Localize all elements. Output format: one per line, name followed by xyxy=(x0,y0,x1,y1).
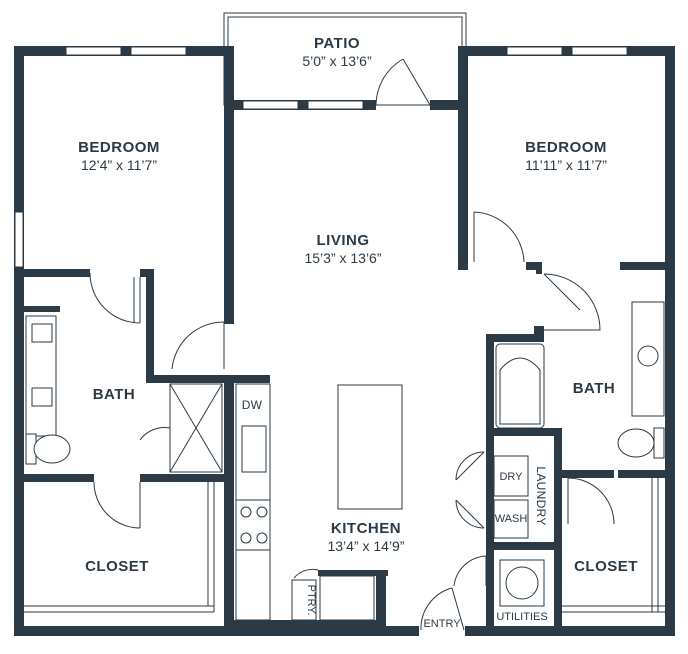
bath-left-name: BATH xyxy=(93,386,136,403)
closet-shelves xyxy=(24,478,665,613)
bedroom-right-name: BEDROOM xyxy=(525,139,607,156)
dw-label: DW xyxy=(242,398,263,412)
bedroom-left-dims: 12’4” x 11’7” xyxy=(81,157,157,173)
patio-dims: 5’0” x 13’6” xyxy=(302,53,372,69)
living-name: LIVING xyxy=(316,232,369,249)
closet-left-name: CLOSET xyxy=(85,558,149,575)
kitchen-name: KITCHEN xyxy=(331,520,401,537)
windows xyxy=(14,46,628,268)
doors xyxy=(89,58,615,631)
wash-label: WASH xyxy=(495,513,528,525)
exterior-walls xyxy=(14,46,675,636)
pantry-label: PTRY. xyxy=(305,585,317,616)
bedroom-left-name: BEDROOM xyxy=(78,139,160,156)
room-labels: PATIO 5’0” x 13’6” BEDROOM 12’4” x 11’7”… xyxy=(78,35,638,630)
entry-label: ENTRY xyxy=(423,618,461,630)
closet-right-name: CLOSET xyxy=(574,558,638,575)
laundry-label: LAUNDRY xyxy=(534,466,548,525)
dry-label: DRY xyxy=(499,471,523,483)
patio-name: PATIO xyxy=(314,35,360,52)
bedroom-right-dims: 11’11” x 11’7” xyxy=(525,157,607,173)
fixtures xyxy=(25,301,665,621)
bath-right-name: BATH xyxy=(573,380,616,397)
kitchen-dims: 13’4” x 14’9” xyxy=(327,538,404,554)
utilities-label: UTILITIES xyxy=(496,611,547,623)
living-dims: 15’3” x 13’6” xyxy=(304,250,381,266)
interior-walls xyxy=(14,262,670,635)
